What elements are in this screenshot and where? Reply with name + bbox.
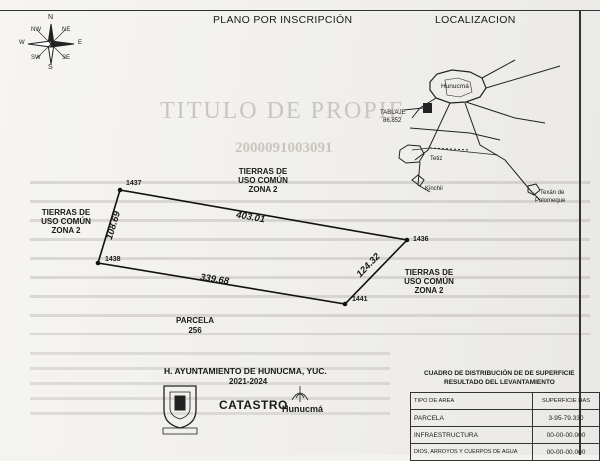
location-title: LOCALIZACION	[435, 14, 516, 26]
point-1436: 1436	[413, 236, 429, 243]
point-1437: 1437	[126, 180, 142, 187]
location-map	[398, 59, 561, 201]
table-header-surface: SUPERFICIE HAS	[532, 392, 600, 410]
point-1438: 1438	[105, 256, 121, 263]
table-row: DIOS, ARROYOS Y CUERPOS DE AGUA 00-00-00…	[410, 443, 600, 461]
compass-se: SE	[62, 55, 71, 61]
point-1441: 1441	[352, 296, 368, 303]
compass-n: N	[48, 14, 54, 21]
table-title-2: RESULTADO DEL LEVANTAMIENTO	[444, 379, 555, 386]
compass-nw: NW	[31, 27, 41, 33]
map-label-texan-2: Palomeque	[535, 198, 566, 204]
label-south-parcel-number: 256	[188, 326, 202, 335]
right-border	[579, 10, 581, 455]
table-cell-value: 3-95-79.330	[532, 409, 600, 427]
compass-e: E	[78, 40, 83, 46]
plan-title: PLANO POR INSCRIPCIÓN	[213, 14, 353, 26]
label-north-zone: TIERRAS DE USO COMÚN ZONA 2	[238, 167, 288, 194]
compass-w: W	[19, 40, 25, 46]
table-cell-value: 00-00-00.000	[532, 426, 600, 444]
map-label-tablaje: TABLAJE	[380, 110, 406, 116]
footer-catastro: CATASTRO	[219, 398, 288, 412]
map-label-hunucma: Hunucmá	[441, 83, 469, 90]
table-header-row: TIPO DE AREA SUPERFICIE HAS	[410, 392, 600, 410]
footer-logo-text: Hunucmá	[282, 404, 324, 414]
table-cell-type: DIOS, ARROYOS Y CUERPOS DE AGUA	[410, 443, 533, 461]
map-label-texan-1: Texán de	[540, 190, 565, 196]
table-header-type: TIPO DE AREA	[410, 392, 533, 410]
table-cell-type: PARCELA	[410, 409, 533, 427]
label-east-zone: TIERRAS DE USO COMÚN ZONA 2	[404, 268, 454, 295]
map-label-tablaje-number: 86,852	[383, 118, 402, 124]
table-cell-value: 00-00-00.000	[532, 443, 600, 461]
footer-period: 2021-2024	[229, 377, 268, 386]
footer-authority: H. AYUNTAMIENTO DE HUNUCMA, YUC.	[164, 366, 327, 376]
watermark-lines	[30, 165, 590, 335]
watermark-folio: 2000091003091	[235, 140, 333, 156]
compass-rose-icon	[27, 23, 75, 65]
compass-ne: NE	[62, 27, 71, 33]
map-label-kinchil: Kinchil	[425, 186, 443, 192]
table-row: PARCELA 3-95-79.330	[410, 409, 600, 427]
parcel-vertices	[95, 187, 410, 307]
table-cell-type: INFRAESTRUCTURA	[410, 426, 533, 444]
table-row: INFRAESTRUCTURA 00-00-00.000	[410, 426, 600, 444]
watermark-title: TITULO DE PROPIE	[160, 98, 406, 124]
surface-distribution-table: TIPO DE AREA SUPERFICIE HAS PARCELA 3-95…	[410, 392, 600, 461]
map-label-tetiz: Tetiz	[430, 156, 443, 162]
compass-sw: SW	[31, 55, 41, 61]
compass-s: S	[48, 64, 53, 71]
label-west-zone: TIERRAS DE USO COMÚN ZONA 2	[41, 208, 91, 235]
top-border	[0, 10, 600, 11]
table-title-1: CUADRO DE DISTRIBUCIÓN DE DE SUPERFICIE	[424, 370, 575, 377]
watermark-lines-bottom	[30, 340, 390, 420]
label-south-parcel: PARCELA	[175, 316, 215, 325]
